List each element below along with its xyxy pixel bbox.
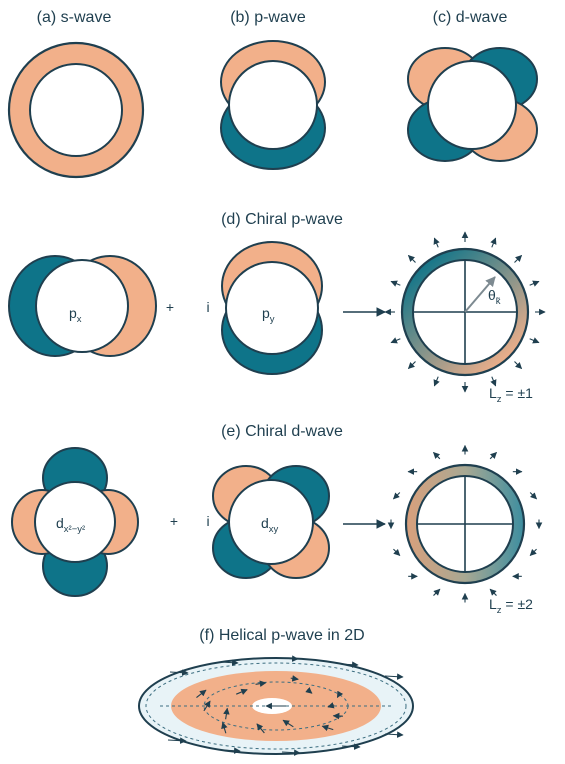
- radial-arrow: [514, 361, 523, 370]
- winding-arrow: [433, 588, 441, 596]
- winding-arrow: [529, 492, 538, 500]
- title-helical-p-wave: (f) Helical p-wave in 2D: [199, 627, 364, 644]
- swirl-arrow: [336, 690, 344, 699]
- winding-arrow: [392, 492, 401, 500]
- title-chiral-p-wave: (d) Chiral p-wave: [221, 211, 343, 228]
- outer-arrow: [167, 737, 187, 744]
- outer-arrow: [221, 747, 241, 754]
- swirl-arrow: [332, 712, 343, 720]
- chiral-d-ring: [404, 463, 526, 585]
- swirl-arrow: [290, 675, 299, 682]
- label-lz-pm1: Lz = ±1: [489, 385, 533, 405]
- radial-arrow: [433, 237, 440, 248]
- winding-arrow: [489, 588, 497, 596]
- outer-arrow: [339, 661, 359, 668]
- swirl-arrow: [305, 686, 313, 694]
- radial-arrow: [490, 237, 497, 248]
- outer-arrow: [279, 655, 299, 662]
- swirl-arrow: [327, 702, 335, 709]
- label-dxy: dxy: [261, 515, 279, 535]
- swirl-arrow: [221, 721, 228, 734]
- radial-arrow: [433, 376, 440, 387]
- swirl-arrow: [255, 680, 267, 687]
- outer-arrow: [384, 673, 404, 680]
- swirl-arrow: [223, 707, 230, 720]
- radial-arrow: [514, 254, 523, 263]
- winding-arrow: [393, 548, 401, 556]
- s-wave-figure: [7, 41, 145, 179]
- plus-sign-d: +: [170, 513, 178, 529]
- label-lz-pm2: Lz = ±2: [489, 596, 533, 616]
- imaginary-i-d: i: [206, 513, 209, 529]
- radial-arrow: [407, 254, 416, 263]
- swirl-arrow: [256, 723, 265, 734]
- radial-arrow: [529, 280, 540, 287]
- title-d-wave: (c) d-wave: [433, 9, 508, 26]
- outer-arrow: [281, 749, 301, 756]
- chiral-p-vector-arrows: [384, 231, 546, 393]
- dxy-figure: [212, 465, 330, 579]
- winding-arrow: [489, 451, 497, 460]
- radial-arrow: [529, 337, 540, 344]
- dx2y2-figure: [11, 447, 139, 597]
- plus-sign-p: +: [166, 299, 174, 315]
- outer-arrow: [219, 659, 239, 666]
- radial-arrow: [490, 376, 497, 387]
- outer-arrow: [384, 731, 404, 738]
- title-chiral-d-wave: (e) Chiral d-wave: [221, 423, 343, 440]
- py-figure: [221, 241, 323, 375]
- radial-arrow: [390, 337, 401, 344]
- swirl-arrow: [196, 689, 207, 699]
- outer-arrow: [341, 743, 361, 750]
- winding-arrow: [433, 451, 441, 460]
- radial-arrow: [407, 361, 416, 370]
- swirl-arrow: [282, 719, 294, 728]
- label-py: py: [262, 305, 275, 325]
- label-theta-k: θk̃: [488, 287, 501, 307]
- title-s-wave: (a) s-wave: [37, 9, 112, 26]
- swirl-arrow: [321, 724, 334, 732]
- swirl-arrow: [203, 700, 211, 712]
- swirl-arrow: [236, 688, 248, 695]
- px-figure: [8, 255, 157, 357]
- chiral-d-vector-arrows: [387, 444, 543, 603]
- p-wave-figure: [220, 40, 326, 170]
- imaginary-i-p: i: [206, 299, 209, 315]
- outer-arrow: [169, 669, 189, 676]
- label-px: px: [69, 305, 82, 325]
- winding-arrow: [529, 548, 537, 556]
- label-dx2-y2: dx²−y²: [56, 515, 85, 535]
- d-wave-figure: [407, 47, 538, 162]
- radial-arrow: [390, 280, 401, 287]
- chiral-p-ring: [400, 247, 530, 377]
- title-p-wave: (b) p-wave: [230, 9, 306, 26]
- helical-spin-arrows: [167, 655, 404, 756]
